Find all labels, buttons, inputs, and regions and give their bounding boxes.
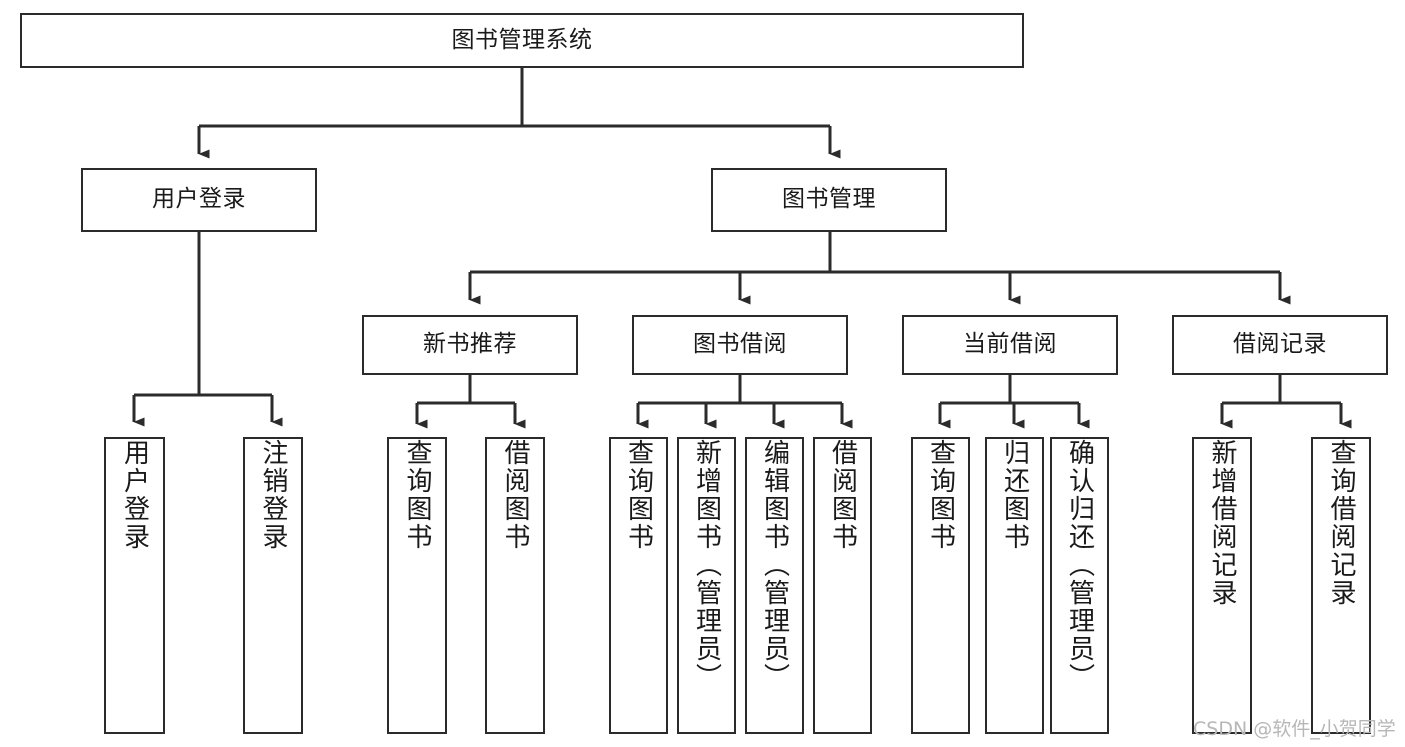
node-leaf-logout-login[interactable]: 注销登录 [243, 437, 303, 734]
node-book-management[interactable]: 图书管理 [711, 168, 947, 232]
node-leaf-user-login[interactable]: 用户登录 [104, 437, 165, 734]
node-root[interactable]: 图书管理系统 [20, 13, 1024, 68]
node-leaf-return-book[interactable]: 归还图书 [985, 437, 1044, 734]
node-leaf-borrow-book-1[interactable]: 借阅图书 [485, 437, 545, 734]
edges-borrow-records-to-leaves [1220, 375, 1352, 429]
edges-new-book-recommend-to-leaves [415, 375, 526, 429]
node-leaf-confirm-return-label: 确认归还（管理员） [1064, 439, 1095, 691]
node-new-book-recommend[interactable]: 新书推荐 [362, 315, 578, 375]
edges-book-management-to-level3 [468, 232, 1291, 305]
edges-book-borrow-to-leaves [636, 375, 853, 429]
node-leaf-query-book-1[interactable]: 查询图书 [387, 437, 447, 734]
node-leaf-return-book-label: 归还图书 [999, 439, 1030, 551]
node-leaf-add-record[interactable]: 新增借阅记录 [1192, 437, 1252, 734]
edges-root-to-level2 [197, 68, 841, 159]
edges-current-borrow-to-leaves [938, 375, 1090, 429]
node-user-login[interactable]: 用户登录 [81, 168, 317, 232]
node-leaf-add-book-label: 新增图书（管理员） [691, 439, 722, 691]
node-leaf-user-login-label: 用户登录 [119, 439, 150, 551]
node-leaf-query-record[interactable]: 查询借阅记录 [1311, 437, 1371, 734]
node-leaf-add-book[interactable]: 新增图书（管理员） [677, 437, 736, 734]
node-root-label: 图书管理系统 [451, 26, 593, 53]
node-leaf-query-book-2-label: 查询图书 [623, 439, 654, 551]
node-leaf-borrow-book-2[interactable]: 借阅图书 [813, 437, 872, 734]
node-leaf-confirm-return[interactable]: 确认归还（管理员） [1050, 437, 1109, 734]
node-leaf-borrow-book-2-label: 借阅图书 [827, 439, 858, 551]
node-leaf-borrow-book-1-label: 借阅图书 [500, 439, 530, 551]
node-book-management-label: 图书管理 [782, 186, 876, 213]
node-new-book-recommend-label: 新书推荐 [423, 331, 517, 358]
node-book-borrow[interactable]: 图书借阅 [632, 315, 848, 375]
node-leaf-query-record-label: 查询借阅记录 [1326, 439, 1356, 607]
node-leaf-query-book-1-label: 查询图书 [402, 439, 432, 551]
edges-user-login-to-leaves [132, 232, 283, 427]
node-current-borrow-label: 当前借阅 [963, 331, 1057, 358]
node-book-borrow-label: 图书借阅 [693, 331, 787, 358]
node-borrow-records[interactable]: 借阅记录 [1172, 315, 1388, 375]
node-leaf-query-book-3[interactable]: 查询图书 [911, 437, 970, 734]
node-leaf-query-book-2[interactable]: 查询图书 [609, 437, 668, 734]
node-borrow-records-label: 借阅记录 [1233, 331, 1327, 358]
node-leaf-add-record-label: 新增借阅记录 [1207, 439, 1237, 607]
node-leaf-logout-login-label: 注销登录 [258, 439, 288, 551]
node-leaf-edit-book-label: 编辑图书（管理员） [759, 439, 790, 691]
node-leaf-edit-book[interactable]: 编辑图书（管理员） [745, 437, 804, 734]
node-current-borrow[interactable]: 当前借阅 [902, 315, 1118, 375]
node-leaf-query-book-3-label: 查询图书 [925, 439, 956, 551]
node-user-login-label: 用户登录 [152, 186, 246, 213]
